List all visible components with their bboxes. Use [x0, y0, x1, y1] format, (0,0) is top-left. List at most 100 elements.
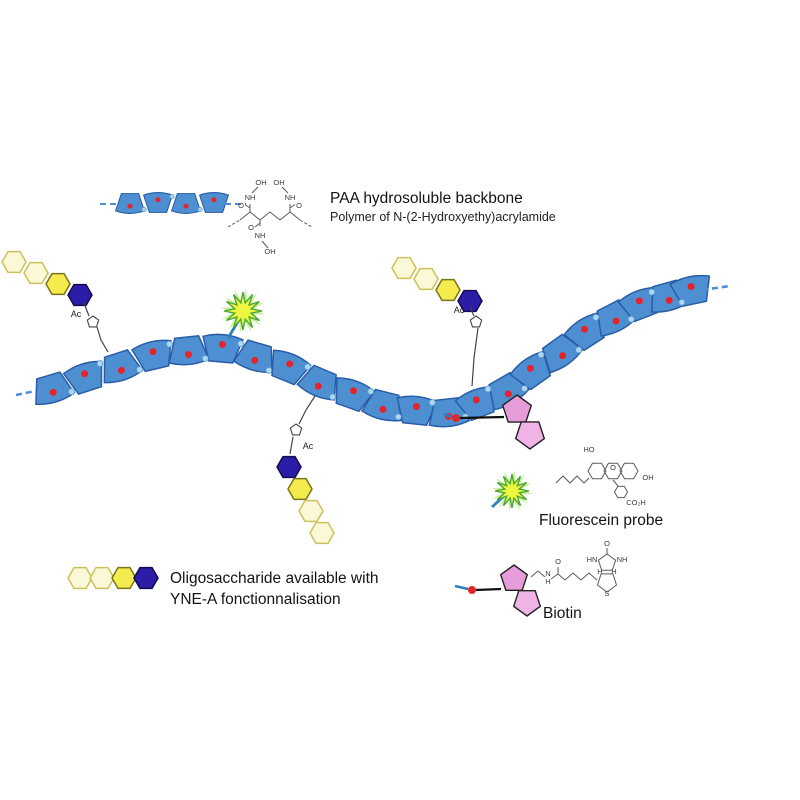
junction-dot: [141, 206, 147, 213]
red-dot: [218, 341, 226, 349]
oligo-legend-line2: YNE-A fonctionnalisation: [170, 591, 341, 608]
biotin-connector-black: [475, 587, 502, 592]
sugar-hexagon-navy: [133, 566, 159, 590]
legend-biotin-icon: [454, 564, 542, 617]
linker-bond: [96, 326, 109, 353]
paa-chemical-structure: O NH OH O NH OH O NH OH: [227, 178, 313, 256]
backbone-unit-shape: [35, 371, 76, 406]
backbone-unit-shape: [170, 193, 202, 214]
fluorescein-probe-attachment: [220, 288, 266, 339]
red-dot: [472, 396, 480, 404]
chem-bond: [227, 219, 241, 228]
red-dot: [635, 297, 643, 305]
backbone-unit: [62, 360, 103, 395]
backbone-unit: [541, 333, 584, 374]
ac-label-left: Ac: [71, 309, 82, 319]
junction-dot: [197, 206, 203, 213]
junction-dot: [428, 399, 436, 406]
junction-dot: [169, 193, 175, 200]
backbone-dashed-continuation: [701, 284, 731, 292]
chem-bond: [612, 479, 619, 487]
chem-label-o: O: [238, 201, 244, 210]
linker-bond: [298, 395, 316, 425]
chem-label-s: S: [604, 589, 609, 598]
sugar-hexagon-pale: [89, 566, 115, 590]
backbone-unit: [170, 193, 202, 214]
chem-bond: [555, 475, 590, 484]
chem-label-oh: OH: [264, 247, 275, 256]
backbone-unit: [509, 350, 552, 391]
junction-dot: [521, 385, 528, 392]
starburst-icon: [494, 473, 530, 509]
backbone-unit-shape: [396, 395, 439, 427]
backbone-unit: [396, 395, 439, 427]
red-dot: [468, 586, 476, 594]
chem-label-o: O: [248, 223, 254, 232]
sugar-hexagon-navy: [276, 455, 302, 479]
chem-label-oh: OH: [255, 178, 266, 187]
red-dot: [183, 203, 189, 209]
backbone-unit: [669, 274, 711, 308]
red-dot: [581, 325, 589, 333]
junction-dot: [201, 355, 209, 362]
ac-label-right: Ac: [454, 305, 465, 315]
chem-bond: [550, 573, 559, 580]
red-dot: [81, 370, 89, 378]
junction-dot: [304, 363, 312, 371]
chem-label-h: H: [611, 567, 616, 576]
red-dot: [350, 387, 358, 395]
chem-label-nh: NH: [255, 231, 266, 240]
red-dot: [526, 364, 534, 372]
red-dot: [117, 366, 125, 374]
sugar-hexagon-pale: [309, 521, 335, 545]
backbone-unit: [271, 349, 312, 386]
sugar-hexagon-pale: [23, 261, 49, 285]
legend-fluorescein-icon: [491, 470, 533, 512]
fluorescein-label: Fluorescein probe: [539, 512, 663, 529]
paa-backbone-sublabel: Polymer of N-(2-Hydroxyethy)acrylamide: [330, 210, 556, 224]
junction-dot: [592, 313, 600, 321]
oligosaccharide-chain-upper-right: [391, 256, 483, 313]
chem-label-oh: OH: [273, 178, 284, 187]
backbone-unit: [142, 192, 174, 213]
linker-bond: [289, 436, 294, 455]
junction-dot: [537, 351, 545, 359]
red-dot: [149, 348, 157, 356]
backbone-unit: [232, 339, 273, 373]
linker-bond: [469, 306, 475, 317]
junction-dot: [367, 387, 375, 395]
sugar-hexagon-yellow: [45, 272, 71, 296]
chem-label-o: O: [555, 557, 561, 566]
chem-bond: [299, 219, 313, 228]
oligosaccharide-chain-upper-left: [1, 250, 93, 307]
sugar-hexagon-yellow: [435, 278, 461, 302]
backbone-unit-shape: [232, 339, 273, 373]
red-dot: [184, 350, 192, 358]
red-dot: [452, 414, 460, 422]
biotin-pentagon-upper: [499, 564, 529, 591]
triazole-ring: [86, 315, 100, 328]
red-dot: [612, 317, 620, 325]
backbone-unit: [103, 349, 144, 384]
benzene-ring: [619, 462, 639, 480]
sugar-hexagon-yellow: [111, 566, 137, 590]
biotin-connector-blue: [443, 412, 452, 419]
biotin-chemical-structure: O HN NH H H S O N H: [530, 539, 627, 598]
red-dot: [314, 382, 322, 390]
chem-bond: [244, 204, 251, 209]
backbone-unit: [335, 377, 376, 413]
chem-bond: [281, 186, 289, 194]
backbone-unit: [114, 193, 146, 214]
backbone-unit-shape: [103, 349, 144, 384]
chem-label-o: O: [296, 201, 302, 210]
triazole-linkers: Ac Ac Ac: [71, 302, 483, 455]
triazole-ring: [469, 315, 483, 328]
backbone-unit: [168, 335, 211, 366]
red-dot: [412, 403, 420, 411]
junction-dot: [627, 315, 635, 323]
linker-bond: [83, 302, 90, 317]
red-dot: [504, 390, 512, 398]
backbone-unit: [296, 364, 337, 401]
sugar-hexagon-pale: [391, 256, 417, 280]
biotin-attachment: [443, 394, 546, 450]
